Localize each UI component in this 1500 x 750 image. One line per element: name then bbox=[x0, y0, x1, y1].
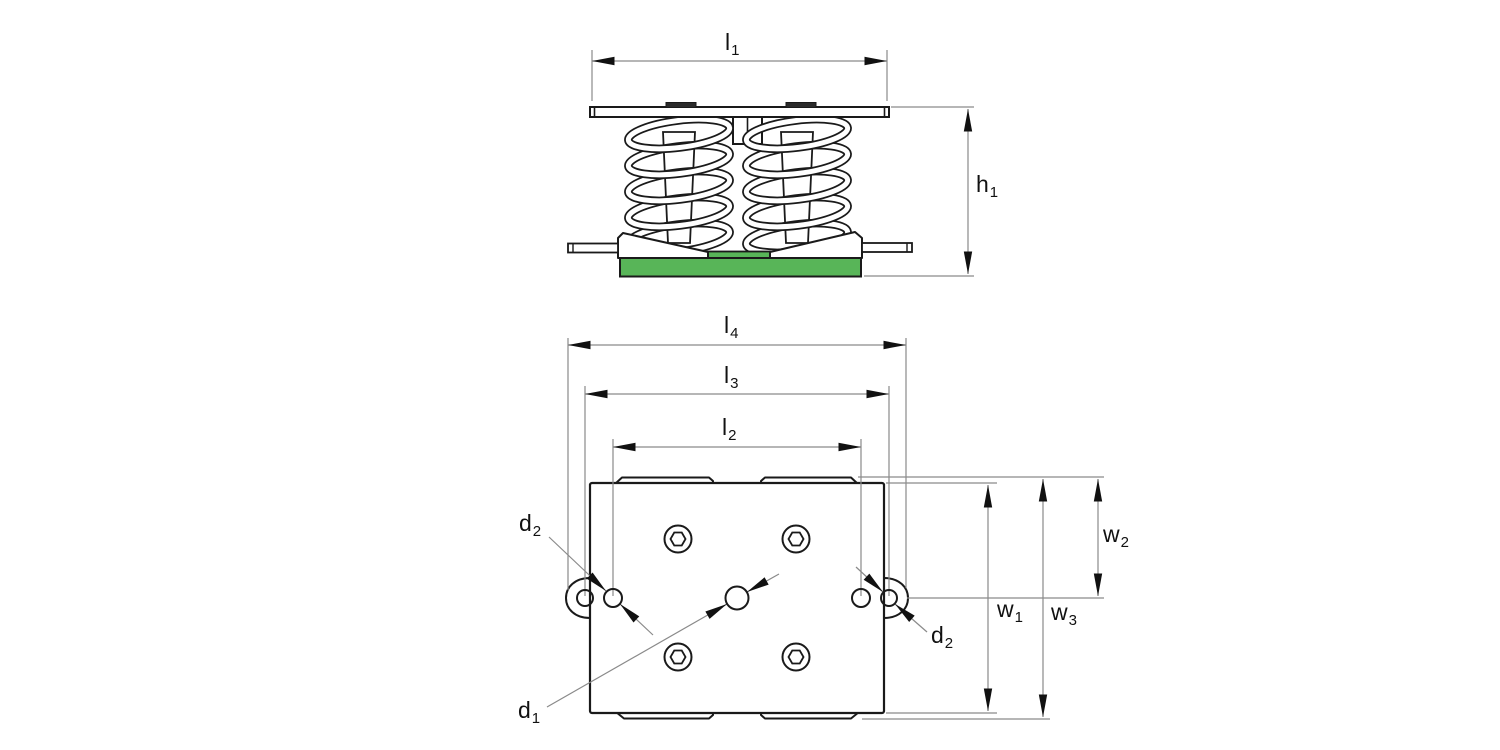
label-w2: w2 bbox=[1103, 521, 1129, 551]
ear-hole-right bbox=[880, 589, 898, 607]
coil-spring-right bbox=[742, 114, 852, 258]
side-view-dimension-lines bbox=[591, 50, 974, 277]
label-w1-sub: 1 bbox=[1014, 609, 1023, 626]
label-w2-sub: 2 bbox=[1120, 534, 1129, 551]
small-hole-left bbox=[603, 588, 623, 608]
d1-leader bbox=[546, 603, 728, 708]
plan-dimension-lines bbox=[568, 340, 1103, 717]
label-d2-left: d2 bbox=[519, 510, 541, 540]
label-l1-base: l bbox=[725, 29, 731, 55]
label-d2-right: d2 bbox=[931, 622, 953, 652]
label-l2-sub: 2 bbox=[728, 427, 737, 444]
screw-top-right bbox=[781, 524, 811, 554]
clamp-wedge-right bbox=[769, 231, 863, 259]
d2-left-leader bbox=[548, 536, 607, 592]
label-l2: l2 bbox=[722, 414, 736, 444]
label-l4: l4 bbox=[724, 312, 738, 342]
d1-tail bbox=[746, 573, 780, 593]
side-rod-right bbox=[861, 242, 913, 253]
label-l1-sub: 1 bbox=[731, 42, 740, 59]
label-h1: h1 bbox=[976, 171, 998, 201]
label-w3: w3 bbox=[1051, 599, 1077, 629]
d2-left-tail bbox=[619, 603, 654, 636]
d2-right-tail bbox=[894, 603, 928, 633]
label-l4-sub: 4 bbox=[730, 325, 739, 342]
label-w3-base: w bbox=[1051, 599, 1068, 625]
socket-screws bbox=[663, 524, 811, 672]
label-d2-right-sub: 2 bbox=[944, 635, 954, 652]
small-hole-right bbox=[851, 588, 871, 608]
elastomer-pad bbox=[619, 257, 862, 278]
label-w3-sub: 3 bbox=[1068, 612, 1077, 629]
label-d2-left-sub: 2 bbox=[532, 523, 542, 540]
label-l3-base: l bbox=[724, 362, 730, 388]
plan-plate bbox=[588, 481, 886, 715]
label-d1: d1 bbox=[518, 697, 540, 727]
side-rod-left bbox=[567, 242, 619, 254]
label-h1-sub: 1 bbox=[989, 184, 999, 201]
spring-core-left bbox=[662, 131, 696, 244]
ear-hole-left bbox=[576, 589, 594, 607]
screw-bottom-right bbox=[781, 642, 811, 672]
label-l3: l3 bbox=[724, 362, 738, 392]
label-l2-base: l bbox=[722, 414, 728, 440]
screw-top-left bbox=[663, 524, 693, 554]
label-w1: w1 bbox=[997, 596, 1023, 626]
label-l1: l1 bbox=[725, 29, 739, 59]
plan-view bbox=[546, 338, 1104, 720]
coil-spring-left bbox=[624, 114, 734, 258]
label-d2-right-base: d bbox=[931, 622, 944, 648]
plan-holes bbox=[576, 585, 898, 611]
label-l3-sub: 3 bbox=[730, 375, 739, 392]
plan-extension-lines bbox=[567, 338, 1104, 720]
label-w2-base: w bbox=[1103, 521, 1120, 547]
plate-stud-left bbox=[665, 102, 697, 108]
base-assembly bbox=[567, 231, 913, 278]
screw-bottom-left bbox=[663, 642, 693, 672]
label-h1-base: h bbox=[976, 171, 989, 197]
label-d1-sub: 1 bbox=[531, 710, 541, 727]
label-d2-left-base: d bbox=[519, 510, 532, 536]
d2-right-leader bbox=[855, 566, 884, 593]
label-w1-base: w bbox=[997, 596, 1014, 622]
plate-stud-right bbox=[785, 102, 817, 108]
label-l4-base: l bbox=[724, 312, 730, 338]
top-plate bbox=[589, 102, 890, 118]
center-hole bbox=[724, 585, 750, 611]
diameter-callouts bbox=[546, 536, 928, 708]
side-view bbox=[567, 50, 974, 278]
label-d1-base: d bbox=[518, 697, 531, 723]
